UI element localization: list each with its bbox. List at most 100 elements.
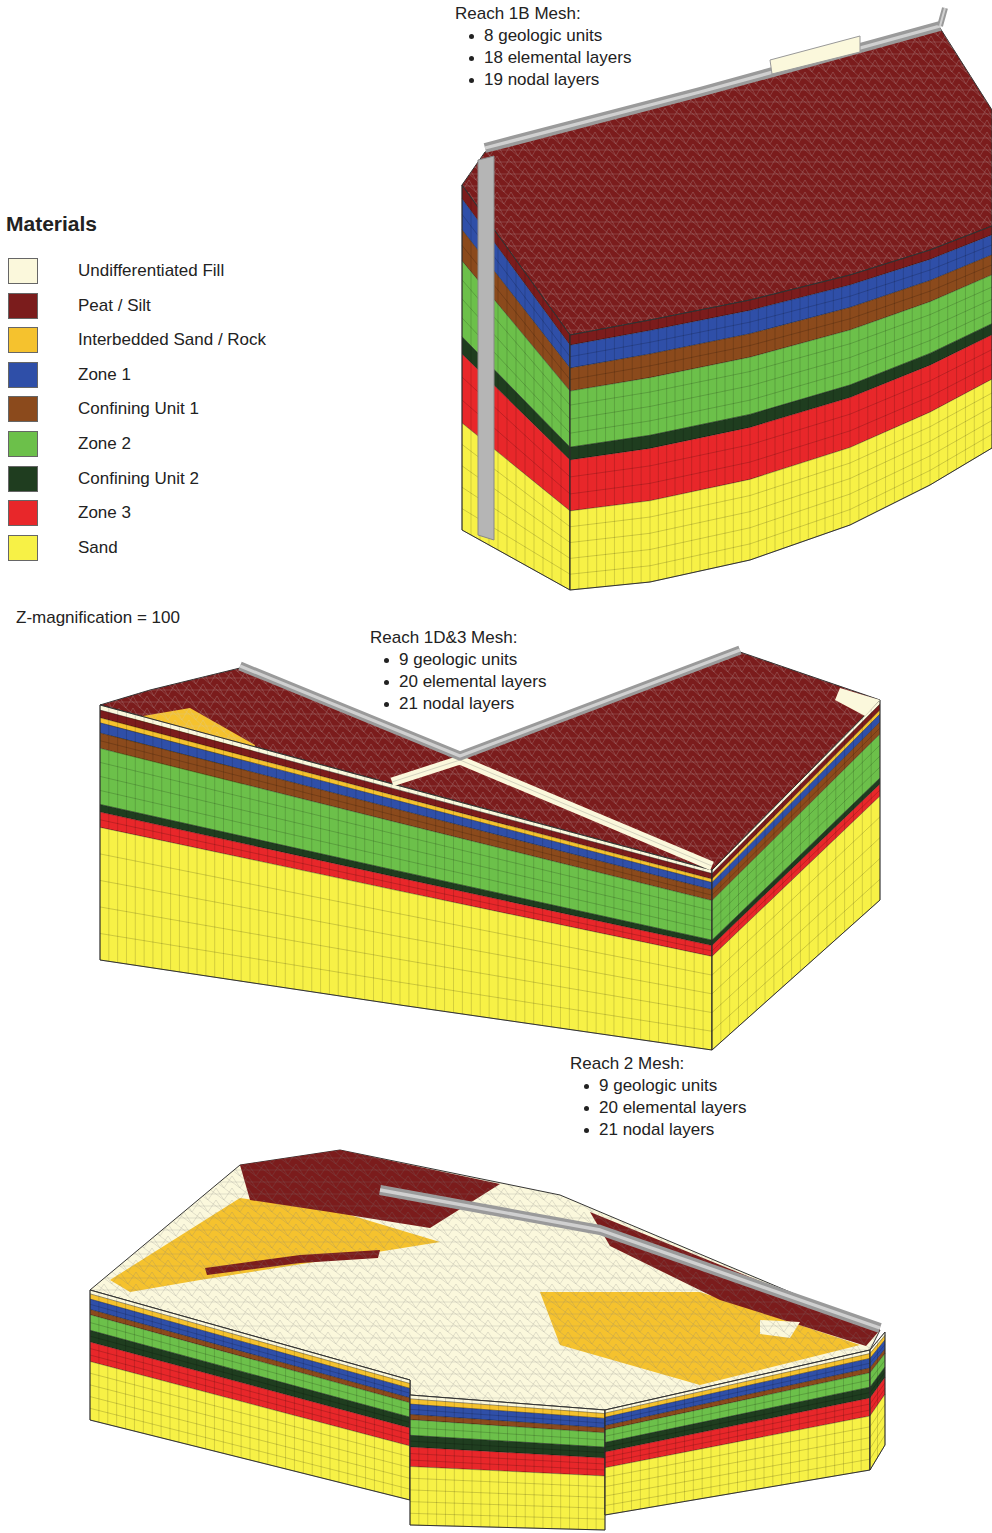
mesh-column-line xyxy=(974,233,975,459)
mesh-column-line xyxy=(956,240,957,469)
mesh-column-line xyxy=(551,1406,552,1529)
label-holder: 18 elemental layers xyxy=(462,48,631,68)
mesh-column-line xyxy=(462,803,463,1014)
mesh-column-line xyxy=(542,824,543,1025)
mesh-column-line xyxy=(152,1308,153,1436)
mesh-column-line xyxy=(454,1398,455,1526)
mesh-column-line xyxy=(578,834,579,1031)
mesh-column-line xyxy=(826,754,827,948)
mesh-column-line xyxy=(719,1384,720,1496)
mesh-column-line xyxy=(170,724,171,971)
mesh-column-line xyxy=(578,333,579,589)
element-layer-line xyxy=(712,879,880,1031)
mesh-column-line xyxy=(161,722,162,970)
mesh-column-line xyxy=(373,779,374,1001)
mesh-column-line xyxy=(534,285,535,570)
mesh-column-line xyxy=(903,258,904,498)
mesh-column-line xyxy=(605,841,606,1034)
legend-text: Confining Unit 1 xyxy=(78,399,199,419)
mesh-column-line xyxy=(596,330,597,587)
mesh-column-line xyxy=(694,865,695,1047)
mesh-column-line xyxy=(578,1408,579,1529)
mesh-column-line xyxy=(329,767,330,994)
legend-swatch xyxy=(8,293,38,319)
face-outline xyxy=(570,226,992,590)
label-holder: 21 nodal layers xyxy=(577,1120,714,1140)
legend-title: Materials xyxy=(6,212,97,236)
mesh-column-line xyxy=(223,1328,224,1454)
mesh-column-line xyxy=(542,1405,543,1528)
mesh-stat: 9 geologic units xyxy=(377,650,517,670)
mesh-column-line xyxy=(755,1376,756,1490)
mesh-column-line xyxy=(515,817,516,1022)
mesh-column-line xyxy=(983,229,984,453)
geologic-band xyxy=(100,827,712,1050)
label-holder: Materials xyxy=(6,212,97,236)
mesh-column-line xyxy=(453,800,454,1012)
mesh-column-line xyxy=(614,327,615,586)
label-holder: 19 nodal layers xyxy=(462,70,599,90)
mesh-column-line xyxy=(401,1378,402,1498)
mesh-column-line xyxy=(108,707,109,961)
mesh-column-line xyxy=(117,710,118,963)
mesh-column-line xyxy=(525,1404,526,1528)
mesh-column-line xyxy=(799,1366,800,1482)
mesh-column-line xyxy=(613,844,614,1036)
mesh-column-line xyxy=(816,283,817,536)
mesh-column-line xyxy=(650,320,651,582)
mesh-column-line xyxy=(152,719,153,968)
mesh-column-line xyxy=(347,772,348,997)
mesh-column-line xyxy=(764,1374,765,1488)
mesh-column-line xyxy=(675,315,676,577)
mesh-column-line xyxy=(631,848,632,1038)
mesh-column-line xyxy=(965,236,966,464)
mesh-column-line xyxy=(772,1372,773,1487)
mesh-column-line xyxy=(622,1406,623,1512)
mesh-column-line xyxy=(187,1318,188,1445)
mesh-column-line xyxy=(382,781,383,1002)
mesh-column-line xyxy=(506,815,507,1021)
mesh-column-line xyxy=(862,718,863,916)
mesh-column-line xyxy=(498,1402,499,1527)
mesh-column-line xyxy=(552,310,553,580)
mesh-column-line xyxy=(197,731,198,974)
element-layer-line xyxy=(712,838,880,994)
levee-wall xyxy=(240,650,740,756)
mesh-column-line xyxy=(658,1398,659,1506)
mesh-column-line xyxy=(170,1313,171,1441)
legend-text: Zone 1 xyxy=(78,365,131,385)
mesh-column-line xyxy=(775,294,776,552)
mesh-column-line xyxy=(347,1363,348,1485)
mesh-column-line xyxy=(560,829,561,1028)
mesh-column-line xyxy=(534,1405,535,1529)
label-holder: 9 geologic units xyxy=(377,650,517,670)
mesh-stat: 19 nodal layers xyxy=(462,70,599,90)
legend-text: Sand xyxy=(78,538,118,558)
mesh-column-line xyxy=(418,1396,419,1526)
mesh-column-line xyxy=(498,235,499,550)
levee-wall xyxy=(940,8,945,26)
mesh-column-line xyxy=(808,1364,809,1481)
mesh-column-line xyxy=(507,248,508,556)
mesh-column-line xyxy=(596,839,597,1033)
mesh-column-line xyxy=(808,285,809,539)
mesh-column-line xyxy=(516,1403,517,1528)
mesh-column-line xyxy=(666,1396,667,1505)
mesh-column-line xyxy=(223,738,224,978)
mesh-column-line xyxy=(871,709,872,908)
label-holder: 20 elemental layers xyxy=(377,672,546,692)
mesh-column-line xyxy=(205,1323,206,1449)
mesh-column-line xyxy=(400,786,401,1005)
legend-text: Peat / Silt xyxy=(78,296,151,316)
mesh-column-line xyxy=(750,300,751,560)
mesh-column-line xyxy=(560,1407,561,1529)
levee-wall xyxy=(380,1190,880,1328)
mesh-column-line xyxy=(179,726,180,971)
mesh-column-line xyxy=(285,755,286,988)
mesh-column-line xyxy=(747,834,748,1018)
mesh-column-line xyxy=(623,325,624,585)
mesh-column-line xyxy=(144,717,145,967)
legend-text: Undifferentiated Fill xyxy=(78,261,224,281)
mesh-column-line xyxy=(800,781,801,972)
mesh-column-line xyxy=(338,769,339,995)
